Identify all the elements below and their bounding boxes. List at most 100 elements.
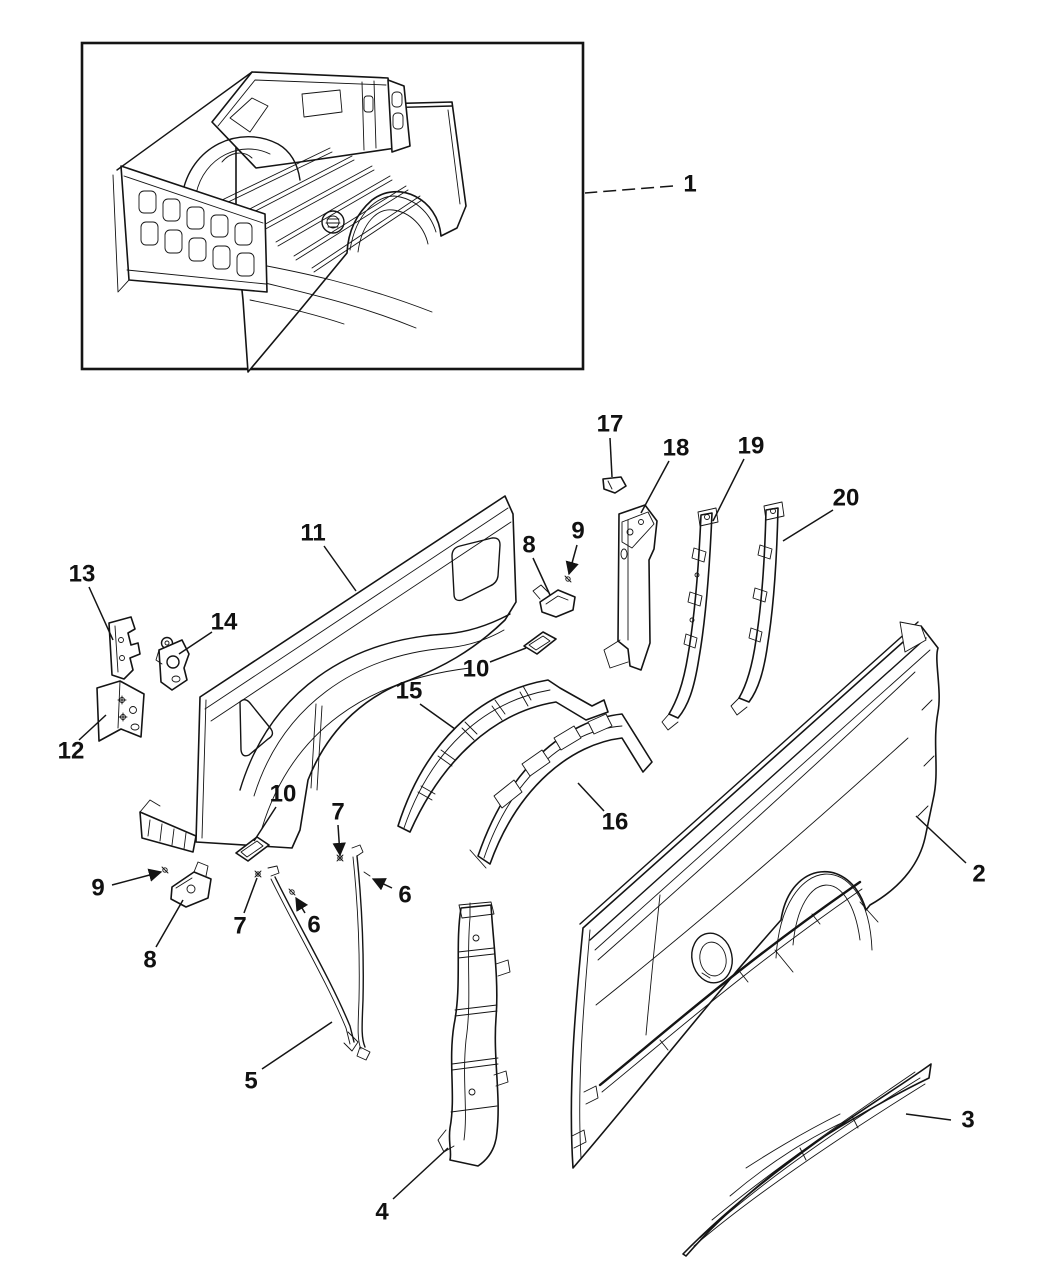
part-11-crease xyxy=(310,703,323,791)
bed-fuel-ring xyxy=(321,210,345,234)
part-2-character-line xyxy=(597,671,916,961)
bed-bulkhead-grid-shape xyxy=(164,229,183,254)
bed-wheelhouse-left-inner xyxy=(195,148,271,195)
part-11-inner-side-panel xyxy=(139,495,517,853)
bed-taillight-hole-2 xyxy=(392,112,404,130)
part-2-rail-bottom xyxy=(594,649,931,951)
part-3-moulding xyxy=(682,1063,932,1257)
bed-taillight-hole-1 xyxy=(391,91,403,108)
part-11-wheelhouse-arc xyxy=(239,613,511,791)
part-2-rail-top xyxy=(579,621,919,925)
part-3-ridge-2 xyxy=(745,1113,841,1169)
part-17-clip xyxy=(602,476,627,494)
part-4-tabs xyxy=(493,959,511,1087)
bed-fuel-hatch xyxy=(325,218,341,228)
bed-floor-ribs-shape xyxy=(221,147,333,205)
part-2-fuel-ring-inner xyxy=(699,941,727,977)
part-9l-tick xyxy=(161,866,169,874)
part-8u-detail xyxy=(545,595,569,605)
bed-wheelarch-lip xyxy=(349,195,437,251)
part-6-screw-a-tick xyxy=(288,888,296,896)
part-15-rung-5 xyxy=(519,685,532,707)
part-15-rung-3 xyxy=(461,721,478,741)
bed-floor-ribs-shape xyxy=(293,185,409,261)
bed-bulkhead-grid xyxy=(138,190,255,277)
part-19-cap-hole xyxy=(704,514,710,520)
bed-top-left-rail xyxy=(116,71,253,171)
bed-floor-ribs-shape xyxy=(239,155,355,219)
part-2-fuel-ring xyxy=(691,932,733,984)
part-19-hole-1 xyxy=(694,572,700,578)
part-2-rail-cap xyxy=(899,621,927,653)
part-18-hole-1 xyxy=(626,528,634,536)
part-20-pillar-reinforcement xyxy=(730,501,785,716)
part-4-outline xyxy=(448,904,499,1167)
callout-7-leader xyxy=(243,877,258,914)
bed-bulkhead-grid-shape xyxy=(162,198,181,222)
part-8l-hole xyxy=(186,884,196,894)
part-15-rung-2 xyxy=(437,749,456,767)
bed-wheelhouse-left xyxy=(181,135,301,197)
callout-9-label: 9 xyxy=(91,875,104,902)
part-8l-flag xyxy=(193,861,209,877)
part-3-line-2 xyxy=(693,1083,926,1247)
part-16-cleat-4 xyxy=(587,713,613,735)
part-2-rear-notches xyxy=(917,699,935,817)
part-6-screws xyxy=(288,871,371,896)
rod-left-hook xyxy=(267,865,280,877)
part-2-front-tabs xyxy=(571,1085,599,1149)
part-2-rub-strip xyxy=(598,880,862,1087)
bed-floor-ribs-shape xyxy=(311,195,423,273)
part-19-pillar-reinforcement xyxy=(661,507,719,731)
part-9l-screw xyxy=(162,867,168,873)
part-5-support-rod xyxy=(267,865,359,1052)
rod-left-edge-1 xyxy=(274,876,355,1043)
part-14-outline xyxy=(158,639,190,691)
part-8l-detail xyxy=(175,877,193,889)
callout-20-label: 20 xyxy=(833,485,860,512)
part-11-sill-hatch xyxy=(147,819,187,850)
part-18-hole-2 xyxy=(638,519,644,525)
part-15-band xyxy=(397,679,609,833)
part-4-front-pillar xyxy=(437,901,511,1167)
part-4-notch-4 xyxy=(450,1105,498,1113)
part-10u-outline xyxy=(523,631,557,655)
part-10u-inner xyxy=(528,635,551,651)
callout-9-leader xyxy=(111,868,163,886)
callout-15-label: 15 xyxy=(396,678,423,705)
part-20-cap-hole xyxy=(770,508,776,514)
part-15-wheelhouse-arch xyxy=(397,679,609,833)
inset-assembly-box xyxy=(80,41,585,373)
bed-inner-pillar-lines xyxy=(361,80,377,151)
bed-inner-cutout-1 xyxy=(229,97,269,133)
callout-2-label: 2 xyxy=(972,861,985,888)
bed-bulkhead-grid-shape xyxy=(188,237,207,262)
callout-17-leader xyxy=(609,437,613,478)
callout-7-label: 7 xyxy=(233,913,246,940)
part-12-outline xyxy=(96,680,145,742)
callout-2-leader xyxy=(915,815,967,864)
bed-bulkhead-grid-shape xyxy=(140,221,159,246)
callout-17-label: 17 xyxy=(597,411,624,438)
bed-inner-pillar-hole xyxy=(363,95,374,113)
part-14-notch xyxy=(155,649,163,665)
part-15-mid-line xyxy=(403,689,551,829)
rod-right-hook xyxy=(351,844,364,857)
part-18-outline xyxy=(617,504,658,671)
part-11-front-edge-line xyxy=(201,699,207,839)
part-7-screw-a xyxy=(255,871,261,877)
part-2-strip-ticks xyxy=(659,913,821,1051)
callout-12-leader xyxy=(78,714,107,741)
part-11-upper-hole xyxy=(451,537,501,602)
part-7-screws xyxy=(254,854,344,878)
part-17-detail xyxy=(607,480,613,490)
callout-8-leader xyxy=(155,899,184,948)
callout-6-label: 6 xyxy=(398,882,411,909)
callout-8-label: 8 xyxy=(143,947,156,974)
bed-rear-seam xyxy=(447,109,461,205)
part-4-crease xyxy=(463,917,471,1141)
part-11-sill xyxy=(139,811,197,853)
callout-19-label: 19 xyxy=(738,433,765,460)
